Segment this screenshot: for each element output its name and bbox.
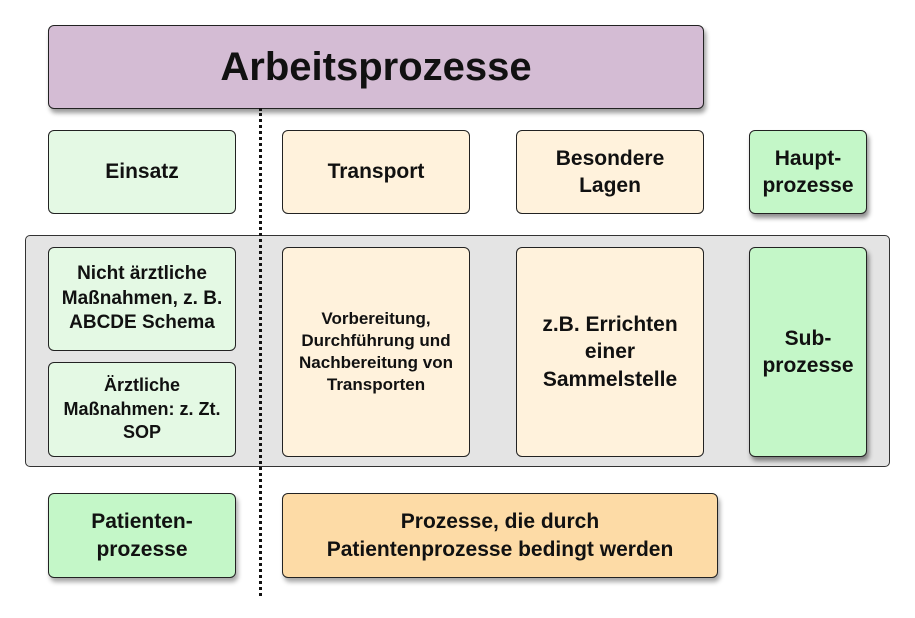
title-box: Arbeitsprozesse [48, 25, 704, 109]
transport-box: Transport [282, 130, 470, 214]
transport-detail-box: Vorbereitung, Durchführung und Nachberei… [282, 247, 470, 457]
aerztliche-massnahmen-box: Ärztliche Maßnahmen: z. Zt. SOP [48, 362, 236, 457]
besondere-lagen-box: Besondere Lagen [516, 130, 704, 214]
hauptprozesse-legend-box: Haupt- prozesse [749, 130, 867, 214]
nicht-aerztliche-massnahmen-box: Nicht ärztliche Maßnahmen, z. B. ABCDE S… [48, 247, 236, 351]
subprozesse-legend-box: Sub- prozesse [749, 247, 867, 457]
patientenprozesse-box: Patienten- prozesse [48, 493, 236, 578]
besondere-lagen-detail-box: z.B. Errichten einer Sammelstelle [516, 247, 704, 457]
einsatz-box: Einsatz [48, 130, 236, 214]
divider-dotted-line [259, 108, 262, 596]
bedingte-prozesse-box: Prozesse, die durch Patientenprozesse be… [282, 493, 718, 578]
